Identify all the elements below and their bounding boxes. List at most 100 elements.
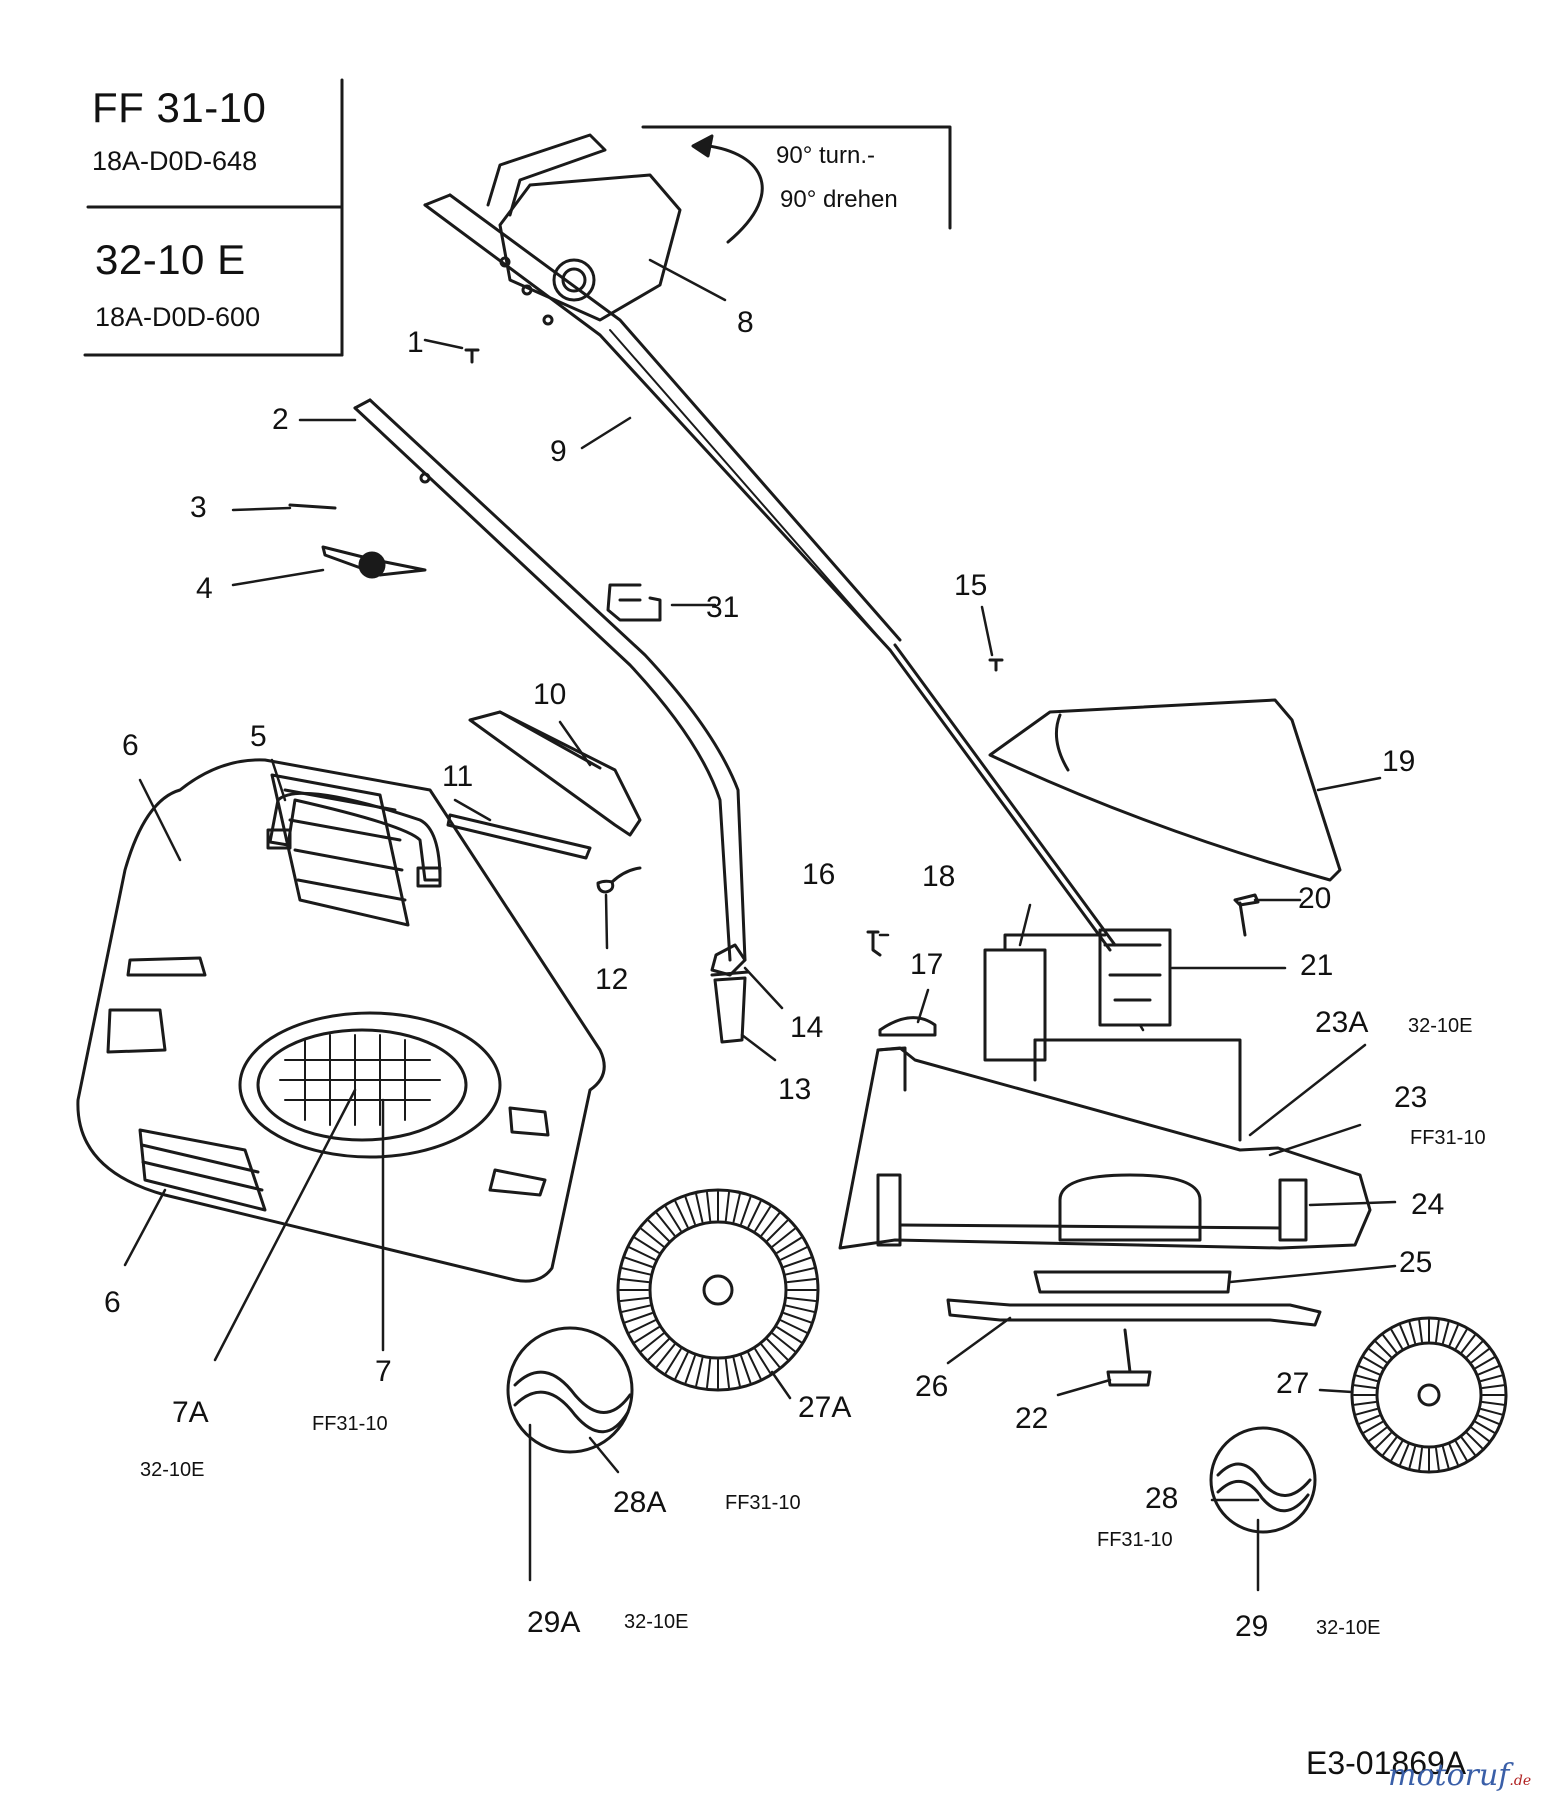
bag-mesh-window bbox=[279, 1034, 441, 1126]
callout-7a: 7A bbox=[172, 1396, 209, 1429]
wheel-tread-mark bbox=[776, 1236, 802, 1254]
wheel-tread-mark bbox=[732, 1357, 741, 1387]
mower-housing bbox=[838, 1038, 1372, 1250]
hubcap-28a bbox=[506, 1326, 634, 1454]
wheel-tread-mark bbox=[647, 1338, 670, 1361]
wheel-tread-mark bbox=[695, 1193, 704, 1223]
callout-16: 16 bbox=[802, 858, 836, 891]
tag-29: 32-10E bbox=[1316, 1617, 1381, 1639]
wheel-tread-mark bbox=[760, 1212, 781, 1237]
callout-15: 15 bbox=[954, 569, 988, 602]
callout-1: 1 bbox=[407, 326, 424, 359]
rotation-note-frame bbox=[641, 125, 952, 244]
title-box-lines bbox=[83, 78, 344, 357]
model-name-2: 32-10 E bbox=[95, 236, 246, 283]
wheel-tread-mark bbox=[754, 1206, 772, 1232]
wheel-tread-mark bbox=[776, 1326, 802, 1344]
callout-4: 4 bbox=[196, 572, 213, 605]
wheel-tread-mark bbox=[695, 1357, 704, 1387]
wheel-tread-mark bbox=[732, 1193, 741, 1223]
model-number-1: 18A-D0D-648 bbox=[92, 146, 258, 176]
wheel-tread-mark bbox=[628, 1319, 656, 1334]
wheel-tread-mark bbox=[621, 1304, 651, 1313]
wheel-tread-mark bbox=[624, 1256, 653, 1268]
watermark-main: motoruf bbox=[1388, 1758, 1510, 1793]
wheel-tread-mark bbox=[674, 1200, 689, 1228]
callout-22: 22 bbox=[1015, 1402, 1049, 1435]
safety-clip bbox=[878, 1016, 937, 1037]
wheel-tread-mark bbox=[655, 1212, 676, 1237]
wheel-tread-mark bbox=[747, 1352, 762, 1380]
callout-19: 19 bbox=[1382, 745, 1416, 778]
wheel-tread-mark bbox=[706, 1191, 712, 1222]
wheel-tread-mark bbox=[1435, 1447, 1440, 1471]
callout-31: 31 bbox=[706, 591, 740, 624]
callout-9: 9 bbox=[550, 435, 567, 468]
wheel-tread-mark bbox=[1353, 1384, 1377, 1389]
callout-5: 5 bbox=[250, 720, 267, 753]
wheel-tread-mark bbox=[1481, 1401, 1505, 1406]
wheel-tread-mark bbox=[706, 1358, 712, 1389]
wheel-tread-mark bbox=[760, 1343, 781, 1368]
wheel-tread-mark bbox=[771, 1332, 796, 1353]
wheel-tread-mark bbox=[1358, 1365, 1381, 1376]
blade-assembly bbox=[946, 1270, 1322, 1387]
rotation-note-line1: 90° turn.- bbox=[776, 142, 875, 169]
wheel-tread-mark bbox=[740, 1355, 752, 1384]
wheel-tread-mark bbox=[684, 1355, 696, 1384]
wheel-tread-mark bbox=[655, 1343, 676, 1368]
wheel-tread-mark bbox=[1408, 1321, 1417, 1344]
wheel-tread-mark bbox=[1390, 1329, 1403, 1350]
callout-26: 26 bbox=[915, 1370, 949, 1403]
wheel-tread-mark bbox=[640, 1227, 665, 1248]
callout-18: 18 bbox=[922, 860, 956, 893]
wheel-tread-mark bbox=[1455, 1440, 1468, 1461]
wheel-tread-mark bbox=[621, 1267, 651, 1276]
wheel-tread-mark bbox=[766, 1338, 789, 1361]
wheel-tread-mark bbox=[1390, 1440, 1403, 1461]
drawing-code: E3-01869A bbox=[1306, 1745, 1467, 1781]
wheel-tread-mark bbox=[1474, 1356, 1495, 1369]
callout-6-bottom: 6 bbox=[104, 1286, 121, 1319]
rear-wheel-27a bbox=[616, 1188, 820, 1392]
wheel-tread-mark bbox=[1474, 1421, 1495, 1434]
tag-29a: 32-10E bbox=[624, 1611, 689, 1633]
tag-23: FF31-10 bbox=[1410, 1127, 1486, 1149]
callout-23: 23 bbox=[1394, 1081, 1428, 1114]
wheel-tread-mark bbox=[1477, 1414, 1500, 1425]
engine-cover bbox=[988, 698, 1342, 882]
wheel-tread-mark bbox=[783, 1256, 812, 1268]
wheel-tread-mark bbox=[785, 1304, 815, 1313]
small-screws bbox=[464, 348, 1260, 957]
wheel-tread-mark bbox=[1441, 1446, 1450, 1469]
wheel-tread-mark bbox=[1455, 1329, 1468, 1350]
wheel-tread-mark bbox=[1374, 1340, 1392, 1358]
wheel-tread-mark bbox=[1470, 1426, 1490, 1442]
callout-7: 7 bbox=[375, 1355, 392, 1388]
wheel-tread-mark bbox=[724, 1191, 730, 1222]
tag-7a: 32-10E bbox=[140, 1459, 205, 1481]
wheel-tread-mark bbox=[619, 1296, 650, 1302]
wheel-tread-mark bbox=[1353, 1401, 1377, 1406]
callout-14: 14 bbox=[790, 1011, 824, 1044]
wheel-tread-mark bbox=[1355, 1407, 1378, 1416]
callout-29a: 29A bbox=[527, 1606, 581, 1639]
clamp-and-plug bbox=[710, 943, 750, 1044]
wheel-tread-mark bbox=[1477, 1365, 1500, 1376]
callout-12: 12 bbox=[595, 963, 629, 996]
lower-handle bbox=[353, 398, 747, 962]
tag-28a: FF31-10 bbox=[725, 1492, 801, 1514]
wheel-tread-mark bbox=[674, 1352, 689, 1380]
watermark-suffix: .de bbox=[1509, 1773, 1532, 1789]
carry-handle bbox=[266, 791, 442, 888]
wheel-tread-mark bbox=[624, 1312, 653, 1324]
wheel-tread-mark bbox=[783, 1312, 812, 1324]
wheel-tread-mark bbox=[1382, 1334, 1398, 1354]
callout-27a: 27A bbox=[798, 1391, 852, 1424]
upper-handle bbox=[423, 133, 1117, 952]
wheel-tread-mark bbox=[647, 1219, 670, 1242]
hubcap-28 bbox=[1209, 1426, 1317, 1534]
wheel-tread-mark bbox=[1460, 1436, 1476, 1456]
callout-11: 11 bbox=[442, 760, 474, 793]
